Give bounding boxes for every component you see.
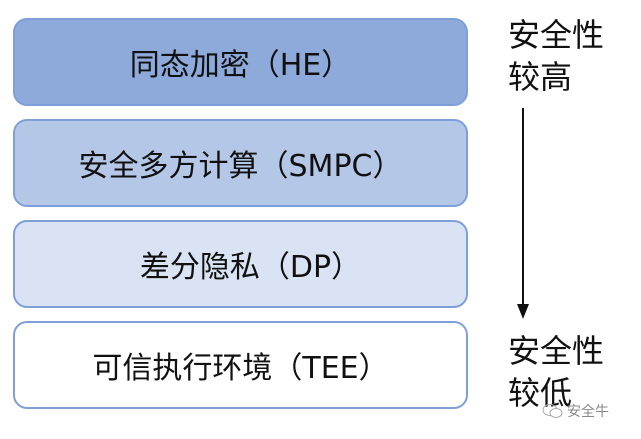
layer-label: 差分隐私（DP） xyxy=(139,250,362,285)
layer-tee: 可信执行环境（TEE） xyxy=(13,321,468,409)
label-line: 较低 xyxy=(508,374,573,412)
layer-dp: 差分隐私（DP） xyxy=(13,220,468,308)
watermark: 安全牛 xyxy=(542,401,609,421)
layer-label: 可信执行环境（TEE） xyxy=(92,351,389,386)
security-high-label: 安全性较高 xyxy=(508,14,628,98)
label-line: 较高 xyxy=(508,58,573,96)
security-low-label: 安全性较低 xyxy=(508,330,628,414)
layer-smpc: 安全多方计算（SMPC） xyxy=(13,119,468,207)
label-line: 安全性 xyxy=(508,332,605,370)
layer-he: 同态加密（HE） xyxy=(13,18,468,106)
label-line: 安全性 xyxy=(508,16,605,54)
layer-label: 同态加密（HE） xyxy=(129,48,352,83)
watermark-text: 安全牛 xyxy=(567,404,609,420)
layer-label: 安全多方计算（SMPC） xyxy=(78,149,403,184)
wechat-icon xyxy=(542,404,563,418)
down-arrow-icon xyxy=(517,108,529,319)
